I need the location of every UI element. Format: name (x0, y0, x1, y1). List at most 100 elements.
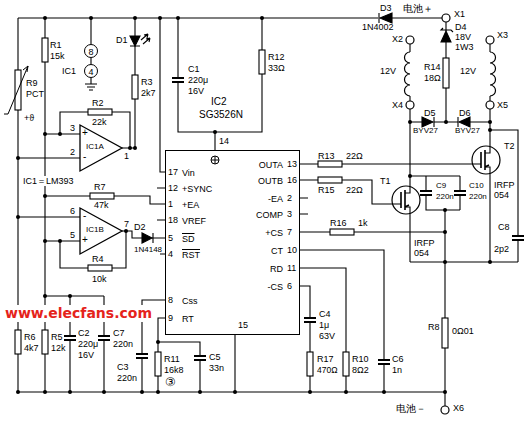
transformer-winding (490, 52, 496, 96)
part-label: D5 (424, 108, 436, 118)
opamp-name: IC1A (86, 142, 104, 152)
terminal-label: X3 (497, 30, 508, 40)
resistor-symbol (42, 330, 48, 354)
part-label: C2 (78, 328, 90, 338)
pin-number: 12 (168, 183, 178, 193)
junction-dot (16, 390, 20, 394)
resistor-symbol (15, 330, 21, 354)
part-label: R6 (24, 332, 36, 342)
junction-dot (444, 120, 448, 124)
pin-number: 8 (85, 46, 97, 58)
component-value: 16V (188, 86, 204, 96)
component-value: IRFP (414, 238, 435, 248)
part-label: R15 (318, 185, 335, 195)
component-value: 22Ω (346, 151, 363, 161)
diode-symbol (142, 233, 152, 243)
component-value: 1k (358, 218, 368, 228)
ptc-arrow (4, 66, 28, 114)
part-label: D3 (380, 3, 392, 13)
component-value: +ϑ (24, 113, 34, 123)
junction-dot (102, 390, 106, 394)
part-label: T1 (380, 176, 391, 186)
junction-dot (68, 390, 72, 394)
part-label: R12 (268, 52, 285, 62)
resistor-symbol (330, 229, 354, 235)
part-label: C10 (469, 181, 484, 190)
component-value: 10k (92, 274, 107, 284)
pin-number: 5 (168, 233, 173, 243)
part-label: D2 (134, 222, 146, 232)
part-label: IC1 (62, 66, 76, 76)
junction-dot (158, 16, 162, 20)
pin-circle: 8 (84, 44, 98, 58)
component-value: BYV27 (413, 126, 438, 135)
part-label: C3 (117, 362, 129, 372)
junction-dot (308, 390, 312, 394)
junction-dot (16, 156, 20, 160)
resistor-symbol (132, 75, 138, 99)
component-value: 16V (78, 350, 94, 360)
component-value: 220μ (188, 75, 208, 85)
junction-dot (133, 16, 137, 20)
junction-dot (16, 215, 20, 219)
wire (18, 18, 518, 406)
junction-dot (443, 390, 447, 394)
resistor-symbol (90, 193, 114, 199)
pin-name: OUTA (259, 160, 283, 170)
pin-name: OUTB (258, 176, 283, 186)
junction-dot (89, 16, 93, 20)
junction-dot (68, 294, 72, 298)
part-label: T2 (504, 141, 515, 151)
component-value: 47k (94, 200, 109, 210)
terminal-label: 电池－ (396, 403, 426, 414)
part-label: C6 (392, 354, 404, 364)
component-value: 054 (494, 190, 509, 200)
pin-number: 9 (168, 313, 173, 323)
part-label: R8 (428, 322, 440, 332)
resistor-symbol (42, 38, 48, 62)
component-value: BYV27 (455, 126, 480, 135)
component-value: 22k (92, 117, 107, 127)
pin-name: +SYNC (182, 184, 212, 194)
pin-number: 4 (168, 249, 173, 259)
component-value: 220n (117, 373, 137, 383)
terminal (406, 14, 494, 414)
pin-number: 6 (70, 206, 75, 216)
junction-dot (58, 239, 62, 243)
component-value: 220n (469, 192, 487, 201)
pin-name: +EA (182, 200, 199, 210)
pin-number: 8 (168, 295, 173, 305)
pin-number: 7 (124, 219, 129, 229)
part-label: R11 (164, 354, 180, 364)
resistor-symbol (15, 38, 449, 376)
pin-name: Css (182, 296, 198, 306)
component-value: 16k8 (164, 365, 184, 375)
ic-name: SG3526N (199, 109, 243, 120)
component-value: IRFP (494, 180, 515, 190)
component-value: 33n (209, 363, 224, 373)
pin-number: 7 (287, 227, 292, 237)
part-label: R1 (50, 40, 62, 50)
pin-number: 1 (168, 199, 173, 209)
part-label: R4 (92, 254, 104, 264)
component-value: 12V (460, 66, 476, 76)
junction-dot (43, 132, 47, 136)
diode-symbol (378, 13, 379, 23)
pin-name: +CS (265, 228, 283, 238)
opamp-triangle: IC1A+- (78, 122, 124, 174)
junction-dot (156, 390, 160, 394)
part-label: R16 (330, 218, 347, 228)
ic-name: IC2 (211, 96, 227, 107)
ic-box: IC2SG3526NVin+SYNC+EAVREFSDRSTCssRTOUTAO… (165, 150, 300, 335)
junction-dot (408, 174, 412, 178)
component-value: 12V (380, 66, 396, 76)
diode-symbol (422, 117, 433, 127)
pin-number: 1 (124, 151, 129, 161)
part-label: C9 (436, 181, 446, 190)
junction-dot (382, 390, 386, 394)
resistor-symbol (88, 265, 112, 271)
transformer-winding (405, 52, 496, 96)
terminal (441, 406, 449, 414)
component-value: 470Ω (317, 365, 338, 375)
pin-number: 2 (70, 147, 75, 157)
